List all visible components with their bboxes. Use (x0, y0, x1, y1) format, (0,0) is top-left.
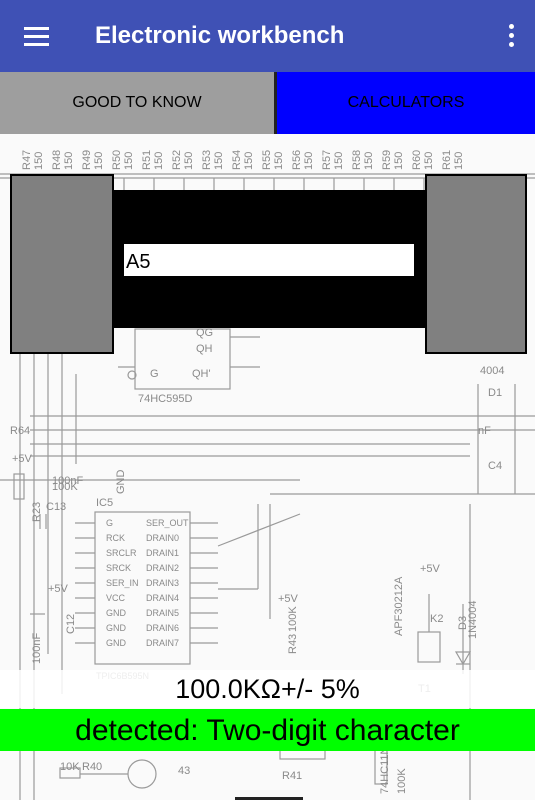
schematic-label: R40 (82, 761, 102, 773)
schematic-label: R64 (10, 425, 30, 437)
schematic-label: D3 (457, 616, 469, 630)
app-bar: Electronic workbench (0, 0, 535, 72)
schematic-resistor-label: R51 (141, 150, 153, 170)
menu-icon[interactable] (24, 27, 49, 47)
schematic-resistor-value: 150 (273, 152, 285, 170)
schematic-label: K2 (430, 613, 443, 625)
schematic-resistor-value: 150 (63, 152, 75, 170)
schematic-label: IC5 (96, 497, 113, 509)
schematic-resistor-value: 150 (213, 152, 225, 170)
chip-pin-label: QH (196, 343, 213, 355)
schematic-resistor-label: R47 (21, 150, 33, 170)
schematic-label: 100K (287, 606, 299, 632)
schematic-resistor-label: R53 (201, 150, 213, 170)
schematic-label: R43 (287, 634, 299, 654)
schematic-resistor-value: 150 (123, 152, 135, 170)
chip-pin-label: SRCLR (106, 548, 137, 558)
chip-pin-label: QG (196, 327, 213, 339)
schematic-label: +5V (278, 593, 299, 605)
schematic-resistor-label: R54 (231, 150, 243, 170)
app-title: Electronic workbench (95, 22, 345, 49)
chip-pin-label: DRAIN3 (146, 578, 179, 588)
schematic-label: 100K (52, 481, 78, 493)
chip-pin-label: SER_IN (106, 578, 139, 588)
chip-pin-label: RCK (106, 533, 125, 543)
schematic-label: 43 (178, 765, 190, 777)
schematic-resistor-label: R57 (321, 150, 333, 170)
schematic-label: nF (478, 425, 491, 437)
resistor-right-end (425, 174, 527, 354)
schematic-label: +5V (48, 583, 69, 595)
chip-pin-label: DRAIN5 (146, 608, 179, 618)
schematic-resistor-label: R52 (171, 150, 183, 170)
schematic-resistor-label: R55 (261, 150, 273, 170)
schematic-label: C4 (488, 460, 502, 472)
tab-divider (274, 72, 277, 134)
schematic-resistor-value: 150 (93, 152, 105, 170)
chip-pin-label: DRAIN2 (146, 563, 179, 573)
schematic-label: R41 (282, 770, 302, 782)
schematic-label: 100nF (31, 633, 43, 664)
schematic-resistor-label: R48 (51, 150, 63, 170)
resistor-left-end (10, 174, 114, 354)
schematic-label: GND (115, 470, 127, 495)
schematic-label: 74HC11N (379, 746, 391, 794)
chip-pin-label: GND (106, 638, 127, 648)
schematic-resistor-label: R58 (351, 150, 363, 170)
chip-pin-label: G (106, 518, 113, 528)
schematic-label: C12 (65, 614, 77, 634)
chip-pin-label: DRAIN1 (146, 548, 179, 558)
schematic-label: +5V (12, 453, 33, 465)
schematic-resistor-label: R61 (441, 150, 453, 170)
tab-bar: GOOD TO KNOW CALCULATORS (0, 72, 535, 134)
schematic-label: +5V (420, 563, 441, 575)
schematic-resistor-value: 150 (303, 152, 315, 170)
chip-pin-label: VCC (106, 593, 126, 603)
resistance-result: 100.0KΩ+/- 5% (0, 670, 535, 708)
schematic-label: 10K (60, 761, 80, 773)
schematic-label: APF30212A (393, 576, 405, 636)
schematic-resistor-value: 150 (363, 152, 375, 170)
schematic-resistor-label: R60 (411, 150, 423, 170)
chip-pin-label: GND (106, 608, 127, 618)
schematic-resistor-value: 150 (183, 152, 195, 170)
schematic-label: 100K (396, 768, 408, 794)
chip-pin-label: G (150, 368, 159, 380)
schematic-resistor-label: R59 (381, 150, 393, 170)
schematic-label: 100nF (52, 475, 83, 487)
schematic-resistor-value: 150 (453, 152, 465, 170)
schematic-label: 1N4004 (467, 600, 479, 639)
schematic-resistor-value: 150 (33, 152, 45, 170)
schematic-resistor-value: 150 (333, 152, 345, 170)
tab-calculators[interactable]: CALCULATORS (277, 72, 535, 134)
schematic-resistor-value: 150 (243, 152, 255, 170)
chip-pin-label: DRAIN0 (146, 533, 179, 543)
schematic-resistor-label: R56 (291, 150, 303, 170)
schematic-resistor-value: 150 (153, 152, 165, 170)
chip-name: 74HC595D (138, 393, 192, 405)
schematic-label: 4004 (480, 365, 504, 377)
schematic-resistor-label: R49 (81, 150, 93, 170)
detected-type-banner: detected: Two-digit character (0, 709, 535, 751)
schematic-label: D1 (488, 387, 502, 399)
schematic-label: C13 (46, 501, 66, 513)
more-options-icon[interactable] (509, 24, 515, 48)
gesture-nav-bar (235, 797, 303, 800)
chip-pin-label: QH' (192, 368, 211, 380)
chip-pin-label: GND (106, 623, 127, 633)
schematic-resistor-label: R50 (111, 150, 123, 170)
schematic-resistor-value: 150 (423, 152, 435, 170)
tab-good-to-know[interactable]: GOOD TO KNOW (0, 72, 274, 134)
chip-pin-label: DRAIN6 (146, 623, 179, 633)
schematic-resistor-value: 150 (393, 152, 405, 170)
chip-pin-label: DRAIN4 (146, 593, 179, 603)
chip-pin-label: DRAIN7 (146, 638, 179, 648)
chip-pin-label: SER_OUT (146, 518, 189, 528)
chip-pin-label: SRCK (106, 563, 131, 573)
smd-code-input[interactable]: A5 (124, 244, 414, 276)
schematic-label: R23 (31, 502, 43, 522)
